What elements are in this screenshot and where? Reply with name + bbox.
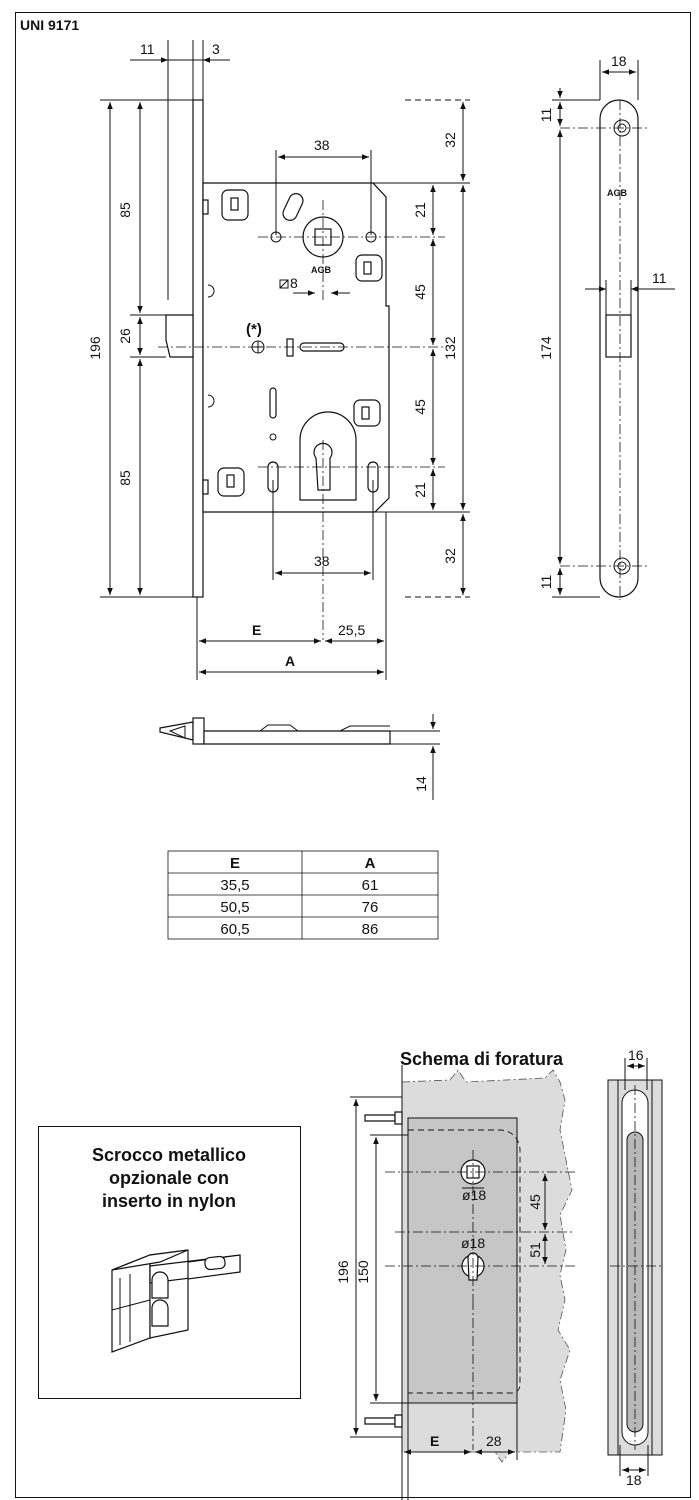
faceplate-brand-mark: AGB bbox=[607, 188, 628, 198]
faceplate-dim-11-latch: 11 bbox=[652, 270, 667, 286]
drill-dim-E: E bbox=[430, 1433, 439, 1449]
dim-right-32-bottom: 32 bbox=[442, 548, 458, 564]
table-cell-E-3: 60,5 bbox=[220, 921, 249, 938]
faceplate-view: AGB 18 11 174 11 11 bbox=[538, 53, 675, 600]
table-cell-A-3: 86 bbox=[362, 921, 379, 938]
drill-dim-28: 28 bbox=[486, 1433, 502, 1449]
drill-dim-150: 150 bbox=[355, 1260, 371, 1284]
bottom-profile bbox=[203, 730, 391, 745]
dim-left-85-top: 85 bbox=[117, 202, 133, 218]
lock-front-view: AGB (*) 11 3 bbox=[87, 40, 470, 680]
drill-dim-45: 45 bbox=[527, 1194, 543, 1210]
lock-bottom-view: 14 bbox=[159, 714, 440, 800]
screw-top bbox=[364, 1114, 396, 1122]
dim-left-196: 196 bbox=[87, 336, 103, 360]
drilling-side-view: 16 18 bbox=[607, 1047, 663, 1488]
drawing-code: UNI 9171 bbox=[20, 17, 79, 33]
dim-bottom-25-5: 25,5 bbox=[338, 622, 365, 638]
option-line-2: opzionale con bbox=[109, 1168, 229, 1188]
option-line-1: Scrocco metallico bbox=[92, 1145, 246, 1165]
dim-right-45-bottom: 45 bbox=[412, 399, 428, 415]
table-cell-A-1: 61 bbox=[362, 877, 379, 894]
dim-right-21-top: 21 bbox=[412, 202, 428, 218]
dim-right-132: 132 bbox=[442, 336, 458, 360]
drill-dim-16: 16 bbox=[628, 1047, 644, 1063]
dim-right-21-bottom: 21 bbox=[412, 482, 428, 498]
faceplate-dim-174: 174 bbox=[538, 336, 554, 360]
dim-left-26: 26 bbox=[117, 328, 133, 344]
lock-brand-mark: AGB bbox=[311, 265, 332, 275]
table-cell-E-2: 50,5 bbox=[220, 899, 249, 916]
note-marker: (*) bbox=[246, 321, 262, 338]
forend bbox=[192, 99, 204, 598]
mortise-pocket bbox=[407, 1117, 518, 1404]
faceplate-dim-18: 18 bbox=[611, 53, 627, 69]
dim-top-11: 11 bbox=[140, 41, 155, 57]
drill-dim-d18-top: ø18 bbox=[462, 1187, 486, 1203]
dim-bottom-A: A bbox=[285, 653, 295, 669]
faceplate-dim-11-bottom: 11 bbox=[538, 575, 554, 590]
drawing-frame bbox=[15, 12, 691, 1498]
dim-top-3: 3 bbox=[212, 41, 220, 57]
drill-dim-51: 51 bbox=[527, 1242, 543, 1258]
drilling-scheme: Schema di foratura 196 150 ø18 bbox=[335, 1049, 575, 1500]
dim-bottom-38: 38 bbox=[314, 553, 330, 569]
dim-left-85-bottom: 85 bbox=[117, 470, 133, 486]
drill-dim-18: 18 bbox=[626, 1472, 642, 1488]
dim-right-45-top: 45 bbox=[412, 284, 428, 300]
table-cell-E-1: 35,5 bbox=[220, 877, 249, 894]
dim-bottom-E: E bbox=[252, 622, 261, 638]
option-line-3: inserto in nylon bbox=[102, 1191, 236, 1211]
drilling-title: Schema di foratura bbox=[400, 1049, 564, 1069]
table-header-A: A bbox=[365, 855, 376, 872]
table-cell-A-2: 76 bbox=[362, 899, 379, 916]
drill-dim-d18-bottom: ø18 bbox=[461, 1235, 485, 1251]
table-header-E: E bbox=[230, 855, 240, 872]
latch-bolt bbox=[165, 314, 194, 358]
lock-body bbox=[202, 182, 390, 513]
dim-top-38: 38 bbox=[314, 137, 330, 153]
faceplate-latch bbox=[605, 314, 632, 358]
faceplate-dim-11-top: 11 bbox=[538, 108, 554, 123]
dim-square-8: 8 bbox=[290, 275, 298, 291]
optional-latch-box: Scrocco metallico opzionale con inserto … bbox=[38, 1126, 301, 1399]
dim-right-32-top: 32 bbox=[442, 132, 458, 148]
drill-dim-196: 196 bbox=[335, 1260, 351, 1284]
dimension-table: E A 35,5 61 50,5 76 60,5 86 bbox=[167, 850, 439, 940]
bottom-dim-14: 14 bbox=[413, 776, 429, 792]
nylon-latch-illustration bbox=[111, 1249, 241, 1353]
screw-bottom bbox=[364, 1417, 396, 1425]
